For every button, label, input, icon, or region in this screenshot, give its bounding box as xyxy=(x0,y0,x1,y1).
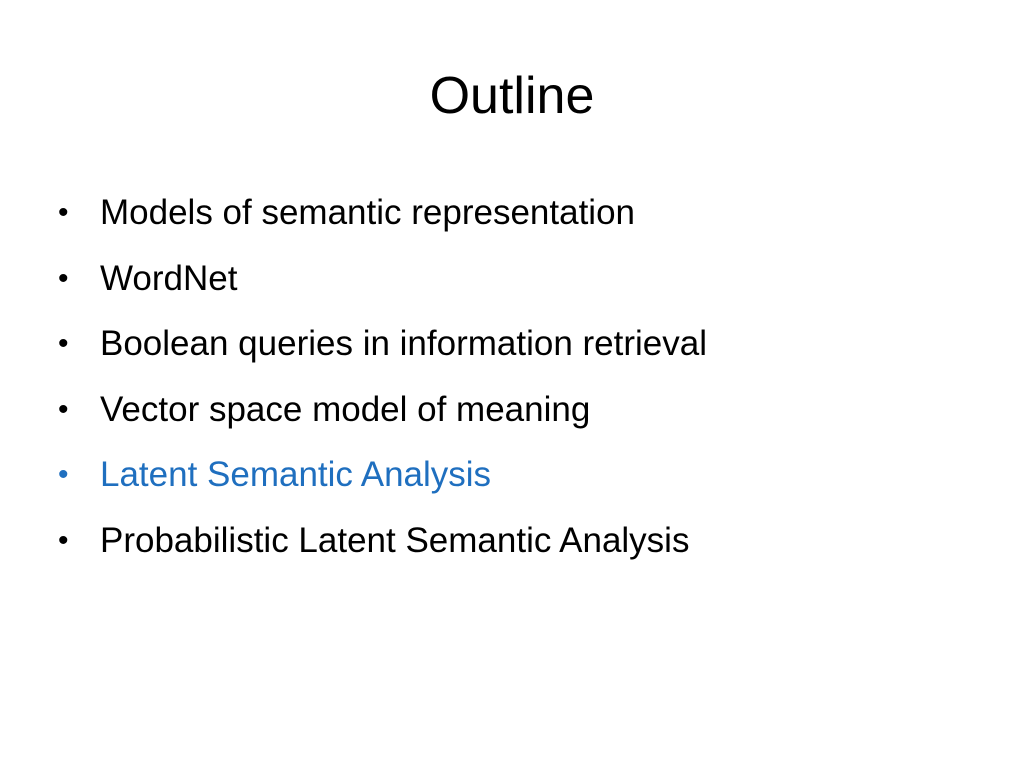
list-item-text: Vector space model of meaning xyxy=(100,389,591,429)
list-item: • Models of semantic representation xyxy=(58,188,707,254)
bullet-icon: • xyxy=(58,327,69,361)
bullet-icon: • xyxy=(58,523,69,557)
bullet-icon: • xyxy=(58,458,69,492)
bullet-icon: • xyxy=(58,196,69,229)
list-item: • Vector space model of meaning xyxy=(58,385,707,451)
list-item-text: WordNet xyxy=(100,258,238,298)
list-item: • Probabilistic Latent Semantic Analysis xyxy=(58,516,707,582)
list-item: • Boolean queries in information retriev… xyxy=(58,319,707,385)
list-item-highlighted: • Latent Semantic Analysis xyxy=(58,450,707,516)
slide-title: Outline xyxy=(429,67,595,125)
list-item-text: Latent Semantic Analysis xyxy=(100,455,492,495)
list-item: • WordNet xyxy=(58,254,707,320)
bullet-list: • Models of semantic representation • Wo… xyxy=(58,188,707,582)
bullet-icon: • xyxy=(58,392,69,426)
list-item-text: Models of semantic representation xyxy=(100,193,635,232)
bullet-icon: • xyxy=(58,261,69,295)
list-item-text: Probabilistic Latent Semantic Analysis xyxy=(100,520,690,560)
list-item-text: Boolean queries in information retrieval xyxy=(100,324,707,364)
